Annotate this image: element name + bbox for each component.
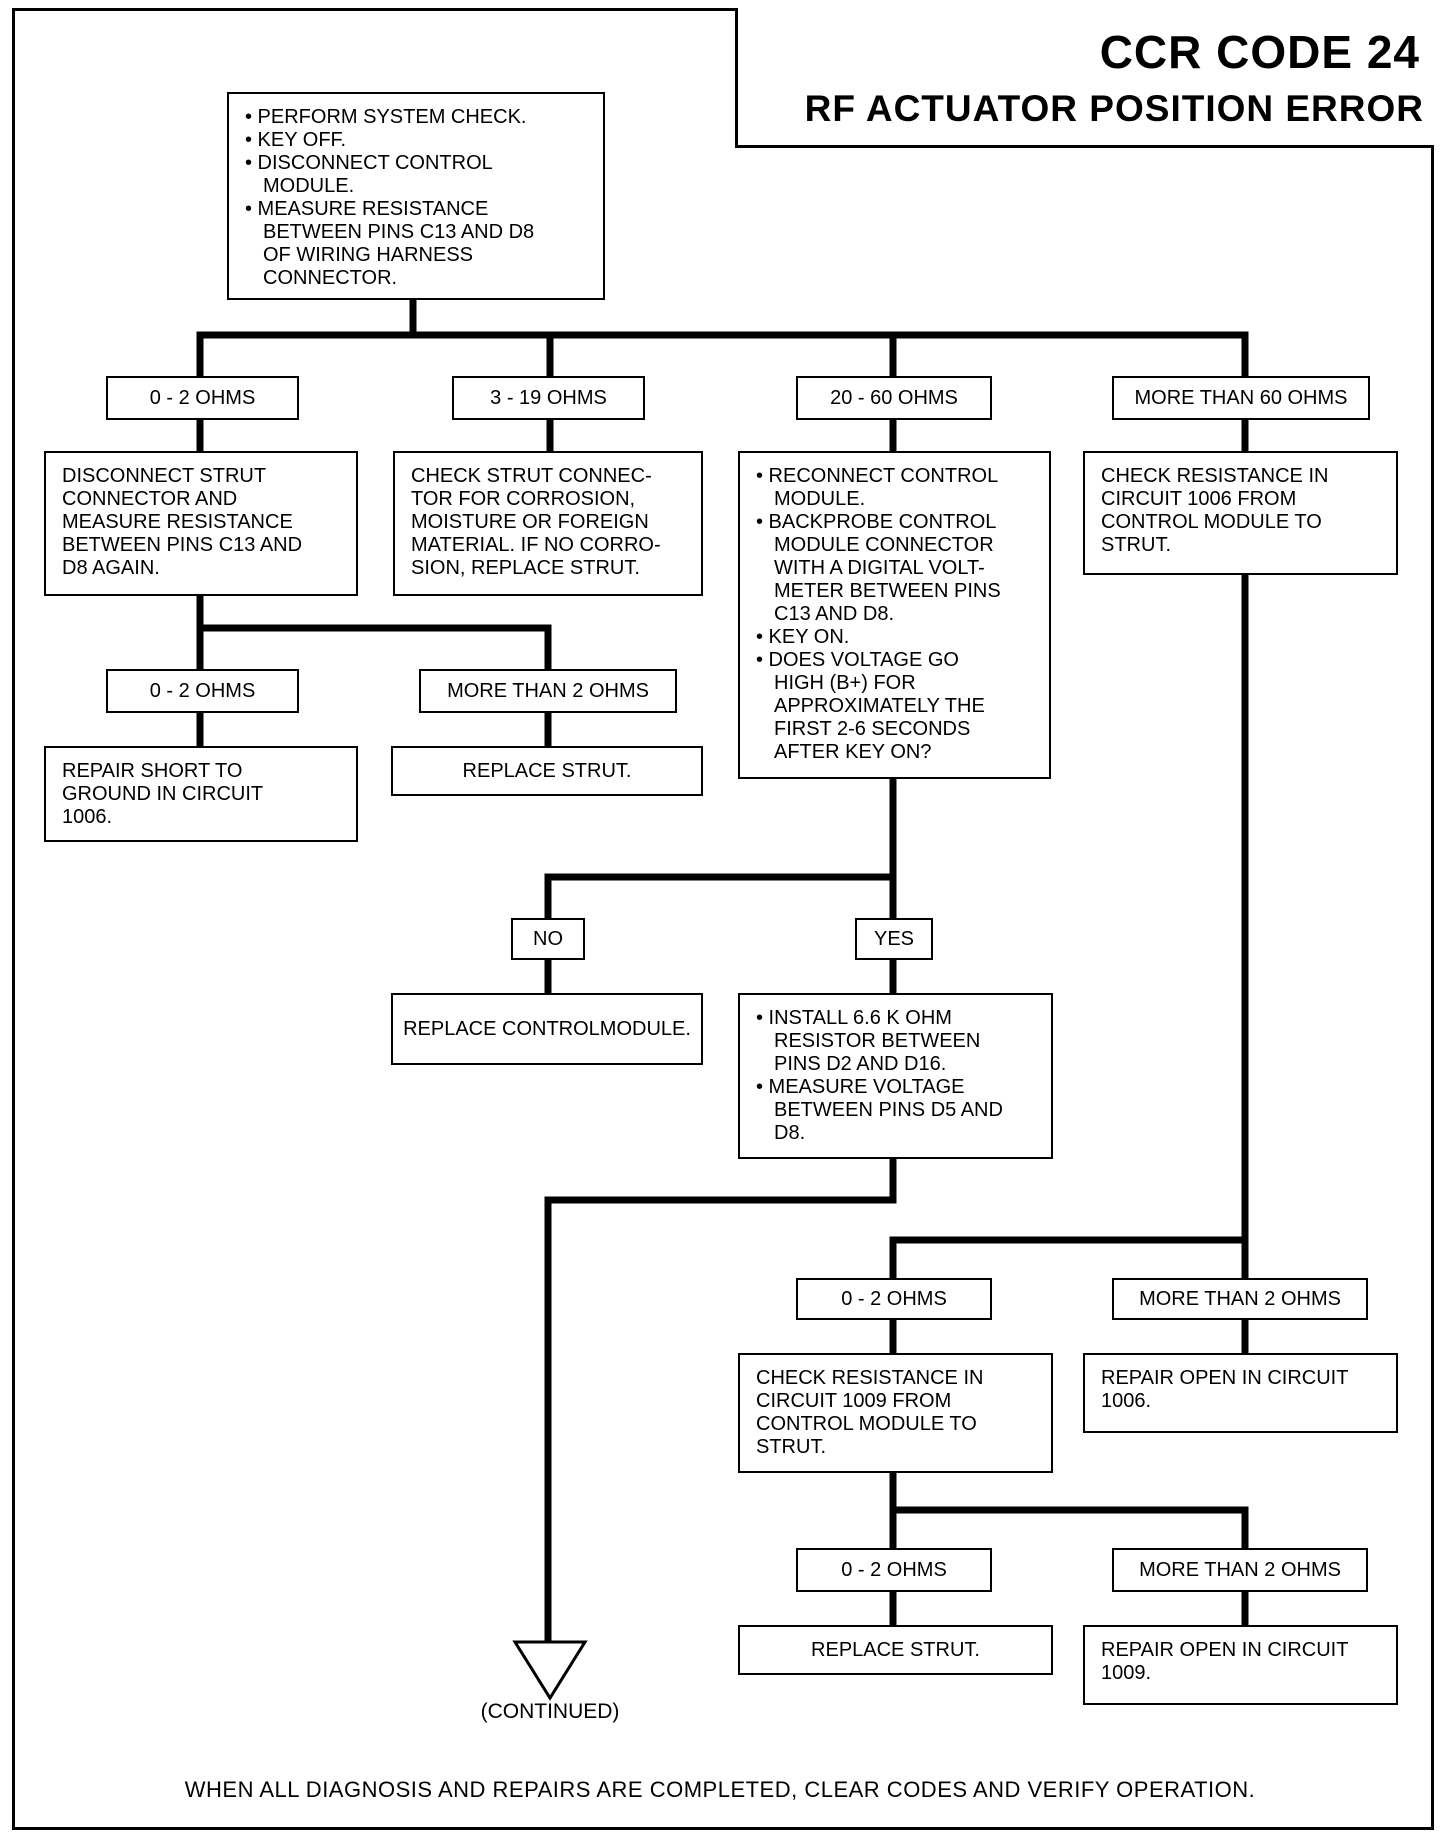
step-text-line: • BACKPROBE CONTROL: [756, 511, 997, 533]
step-text-line: • KEY ON.: [756, 626, 850, 648]
step-text-line: SION, REPLACE STRUT.: [411, 557, 640, 579]
step-replace-strut: REPLACE STRUT.: [391, 746, 703, 796]
step-text-line: 1009.: [1101, 1662, 1152, 1684]
step-text-line: CONNECTOR.: [263, 267, 398, 289]
step-text-line: D8.: [774, 1122, 806, 1144]
step-text-line: CIRCUIT 1009 FROM: [756, 1390, 952, 1412]
step-text-line: 1006.: [62, 806, 113, 828]
step-text-line: • DISCONNECT CONTROL: [245, 152, 493, 174]
step-text-line: CONTROL MODULE TO: [756, 1413, 977, 1435]
label-3-19-ohms: 3 - 19 OHMS: [452, 376, 645, 420]
step-text-line: STRUT.: [756, 1436, 826, 1458]
step-text-line: AFTER KEY ON?: [774, 741, 932, 763]
label-more-than-60-ohms: MORE THAN 60 OHMS: [1112, 376, 1370, 420]
step-text-line: CONNECTOR AND: [62, 488, 238, 510]
label-no: NO: [511, 918, 585, 960]
step-text-line: • MEASURE VOLTAGE: [756, 1076, 965, 1098]
label-0-2-ohms: 0 - 2 OHMS: [796, 1548, 992, 1592]
step-text-line: CHECK RESISTANCE IN: [1101, 465, 1329, 487]
continued-label: (CONTINUED): [480, 1700, 620, 1723]
step-text-line: WITH A DIGITAL VOLT-: [774, 557, 985, 579]
step-text-line: TOR FOR CORROSION,: [411, 488, 636, 510]
step-check-strut-connector: CHECK STRUT CONNEC-TOR FOR CORROSION,MOI…: [393, 451, 703, 596]
step-text-line: OF WIRING HARNESS: [263, 244, 474, 266]
step-text-line: MEASURE RESISTANCE: [62, 511, 293, 533]
step-text-line: • PERFORM SYSTEM CHECK.: [245, 106, 527, 128]
step-text-line: CONTROL MODULE TO: [1101, 511, 1322, 533]
label-20-60-ohms: 20 - 60 OHMS: [796, 376, 992, 420]
step-text-line: MODULE CONNECTOR: [774, 534, 994, 556]
label-more-than-2-ohms: MORE THAN 2 OHMS: [1112, 1548, 1368, 1592]
step-text-line: CHECK RESISTANCE IN: [756, 1367, 984, 1389]
step-text-line: • INSTALL 6.6 K OHM: [756, 1007, 952, 1029]
label-0-2-ohms: 0 - 2 OHMS: [796, 1278, 992, 1320]
title-block: CCR CODE 24 RF ACTUATOR POSITION ERROR: [735, 8, 1434, 148]
step-text-line: PINS D2 AND D16.: [774, 1053, 947, 1075]
footer-note: WHEN ALL DIAGNOSIS AND REPAIRS ARE COMPL…: [184, 1777, 1256, 1802]
step-text-line: • KEY OFF.: [245, 129, 347, 151]
step-text-line: STRUT.: [1101, 534, 1171, 556]
step-text-line: MODULE.: [774, 488, 866, 510]
step-text-line: BETWEEN PINS C13 AND D8: [263, 221, 535, 243]
step-text-line: MODULE.: [599, 1017, 691, 1040]
page-title: CCR CODE 24: [1099, 26, 1420, 78]
step-text-line: C13 AND D8.: [774, 603, 895, 625]
step-replace-strut: REPLACE STRUT.: [738, 1625, 1053, 1675]
step-text-line: 1006.: [1101, 1390, 1152, 1412]
label-0-2-ohms: 0 - 2 OHMS: [106, 376, 299, 420]
step-text-line: REPAIR OPEN IN CIRCUIT: [1101, 1639, 1349, 1661]
step-text-line: METER BETWEEN PINS: [774, 580, 1001, 602]
step-start: • PERFORM SYSTEM CHECK.• KEY OFF.• DISCO…: [227, 92, 605, 300]
step-text-line: REPAIR OPEN IN CIRCUIT: [1101, 1367, 1349, 1389]
label-more-than-2-ohms: MORE THAN 2 OHMS: [419, 669, 677, 713]
step-text-line: APPROXIMATELY THE: [774, 695, 985, 717]
step-text-line: REPAIR SHORT TO: [62, 760, 243, 782]
page-frame: [12, 8, 1434, 1830]
page-subtitle: RF ACTUATOR POSITION ERROR: [804, 88, 1424, 129]
step-text-line: • MEASURE RESISTANCE: [245, 198, 489, 220]
step-text-line: RESISTOR BETWEEN: [774, 1030, 981, 1052]
step-text-line: CIRCUIT 1006 FROM: [1101, 488, 1297, 510]
step-text-line: GROUND IN CIRCUIT: [62, 783, 264, 805]
step-text-line: D8 AGAIN.: [62, 557, 160, 579]
step-text-line: • DOES VOLTAGE GO: [756, 649, 959, 671]
step-text-line: MATERIAL. IF NO CORRO-: [411, 534, 661, 556]
step-text-line: HIGH (B+) FOR: [774, 672, 916, 694]
label-yes: YES: [855, 918, 933, 960]
step-text-line: BETWEEN PINS C13 AND: [62, 534, 303, 556]
label-more-than-2-ohms: MORE THAN 2 OHMS: [1112, 1278, 1368, 1320]
step-text-line: BETWEEN PINS D5 AND: [774, 1099, 1003, 1121]
step-text-line: REPLACE CONTROL: [403, 1017, 600, 1040]
step-text-line: CHECK STRUT CONNEC-: [411, 465, 652, 487]
label-0-2-ohms: 0 - 2 OHMS: [106, 669, 299, 713]
continued-arrow-icon: [512, 1640, 588, 1701]
step-text-line: MODULE.: [263, 175, 355, 197]
step-text-line: MOISTURE OR FOREIGN: [411, 511, 649, 533]
step-text-line: • RECONNECT CONTROL: [756, 465, 999, 487]
step-text-line: DISCONNECT STRUT: [62, 465, 267, 487]
step-text-line: FIRST 2-6 SECONDS: [774, 718, 971, 740]
